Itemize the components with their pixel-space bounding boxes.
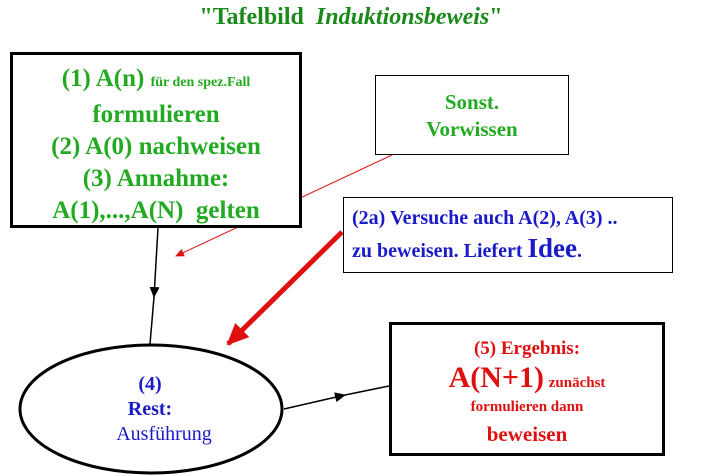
box3-line2-main: zu beweisen. Liefert [352,240,523,262]
ellipse-rest [18,343,284,475]
box3-line2-end: . [577,240,583,262]
box1-line5: A(1),...,A(N) gelten [52,197,260,224]
box-result: (5) Ergebnis: A(N+1) zunächst formuliere… [389,322,665,456]
box1-line1-small: für den spez.Fall [150,75,251,90]
box5-line2-big: A(N+1) [448,361,544,394]
arrow-2a-thick [226,230,344,346]
box5-line2-small: zunächst [548,375,606,391]
title-quote-open: " [199,4,213,30]
box3-idee: Idee [527,233,578,263]
ellipse-text: (4) Rest: Ausführung [20,372,280,447]
title-quote-close: " [489,4,503,30]
ellipse-line3: Ausführung [116,423,212,445]
arrow-box1-to-ellipse [149,227,160,298]
box5-line2: A(N+1) zunächst [392,361,662,395]
box5-line1: (5) Ergebnis: [473,338,581,359]
box5-line4: beweisen [486,422,568,446]
box-vorwissen: Sonst. Vorwissen [375,75,569,155]
box5-line3: formulieren dann [470,399,584,415]
box-steps-1-3: (1) A(n) für den spez.Fall formulieren (… [10,52,302,228]
box1-line3: (2) A(0) nachweisen [51,133,261,160]
box-step-2a: (2a) Versuche auch A(2), A(3) .. zu bewe… [343,197,673,273]
box2-line1: Sonst. [444,90,500,114]
box2-line2: Vorwissen [426,117,518,141]
title-italic: Induktionsbeweis [315,4,490,30]
box1-line4: (3) Annahme: [82,165,230,192]
box3-line1: (2a) Versuche auch A(2), A(3) .. [352,207,618,229]
box1-line1: (1) A(n) für den spez.Fall [13,63,299,99]
arrow-ellipse-to-result [283,392,346,410]
box1-line2: formulieren [92,101,220,128]
page-title: "Tafelbild Induktionsbeweis" [0,4,702,31]
ellipse-line2: Rest: [127,398,173,420]
line-to-ellipse [149,296,155,345]
box3-line2: zu beweisen. Liefert Idee. [352,233,672,266]
box1-line1-main: (1) A(n) [61,65,145,92]
ellipse-line1: (4) [138,373,162,395]
line-to-result [344,385,390,396]
title-prefix: Tafelbild [212,4,304,30]
